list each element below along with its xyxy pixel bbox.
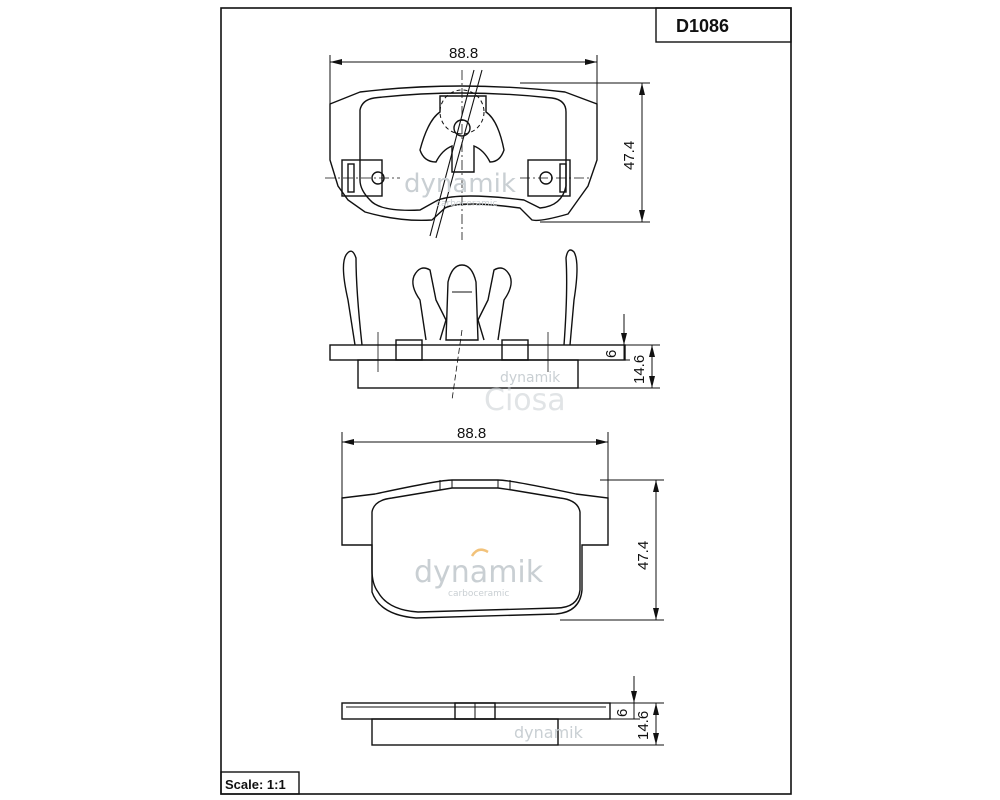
watermark-ghost: Ciosa xyxy=(484,383,566,418)
top-width-dimension: 88.8 xyxy=(449,45,478,62)
bottom-backing-thickness: 6 xyxy=(614,709,631,717)
side-view-clip xyxy=(329,249,660,401)
top-view-watermark: dynamik carboceramic xyxy=(404,169,516,209)
side-total-thickness: 14.6 xyxy=(631,355,648,384)
bottom-view-watermark: dynamik xyxy=(514,723,584,742)
watermark-swoosh xyxy=(470,548,489,557)
front-height-dimension: 47.4 xyxy=(635,541,652,570)
part-number: D1086 xyxy=(676,16,729,36)
front-view xyxy=(341,432,664,621)
bottom-total-thickness: 14.6 xyxy=(635,711,652,740)
watermark-brand: dynamik xyxy=(414,555,544,590)
drawing-frame xyxy=(220,7,792,795)
scale-box xyxy=(220,771,300,795)
part-number-box xyxy=(655,7,792,43)
watermark-brand: dynamik xyxy=(404,169,516,199)
front-view-watermark: dynamik carboceramic xyxy=(414,548,544,599)
top-view xyxy=(325,55,650,240)
watermark-sub: carboceramic xyxy=(436,199,497,209)
top-height-dimension: 47.4 xyxy=(621,141,638,170)
watermark-sub: carboceramic xyxy=(448,589,509,599)
watermark-brand: dynamik xyxy=(514,723,584,742)
bottom-side-view xyxy=(341,676,664,746)
side-backing-thickness: 6 xyxy=(603,350,620,358)
scale-label: Scale: 1:1 xyxy=(225,777,286,792)
front-width-dimension: 88.8 xyxy=(457,425,486,442)
watermark-brand: dynamik xyxy=(500,370,561,386)
side-view-watermark: dynamik Ciosa xyxy=(484,370,566,418)
